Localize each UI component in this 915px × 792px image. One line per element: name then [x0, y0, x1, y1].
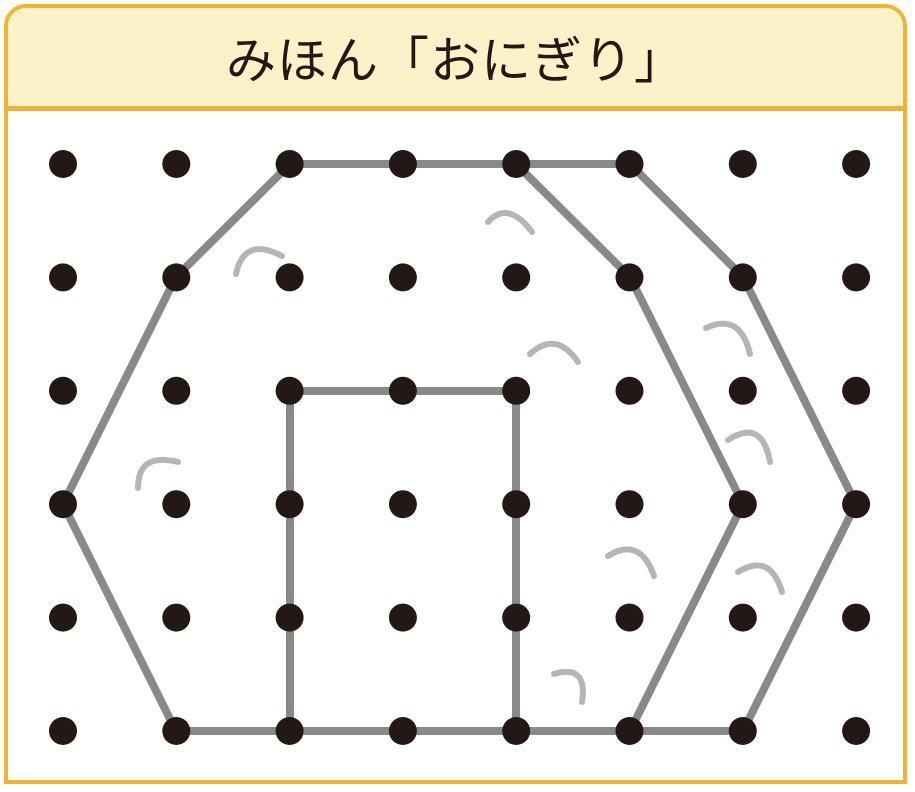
- grid-dot: [275, 603, 304, 632]
- onigiri-shape-lines: [59, 160, 860, 735]
- grid-dot: [842, 263, 871, 292]
- rice-grain-icon: [135, 456, 181, 491]
- grid-dot: [842, 490, 871, 519]
- grid-dot: [842, 717, 871, 745]
- grid-dot: [275, 717, 304, 745]
- grid-dot: [162, 490, 191, 519]
- grid-dot: [162, 263, 191, 292]
- grid-dot: [502, 376, 531, 405]
- grid-dot: [49, 263, 77, 292]
- grid-dot: [615, 150, 644, 178]
- grid-dot: [162, 376, 191, 405]
- grid-dot: [728, 717, 757, 745]
- grid-dot: [388, 376, 417, 405]
- grid-dot: [615, 263, 644, 292]
- grid-dot: [502, 490, 531, 519]
- onigiri-outline: [59, 160, 860, 735]
- grid-dot: [615, 490, 644, 519]
- rice-grain-icon: [735, 562, 785, 595]
- grid-dot: [162, 603, 191, 632]
- rice-grain-icon: [485, 210, 535, 235]
- grid-dot: [388, 150, 417, 178]
- grid-dot: [842, 376, 871, 405]
- grid-dot: [728, 150, 757, 178]
- rice-grain-icon: [605, 546, 657, 579]
- page-title: みほん「おにぎり」: [226, 32, 685, 90]
- grid-dot: [49, 490, 77, 519]
- grid-dot: [49, 376, 77, 405]
- grid-dot: [615, 603, 644, 632]
- grid-dot: [275, 376, 304, 405]
- grid-dot: [615, 376, 644, 405]
- rice-grain-marks: [135, 210, 785, 705]
- rice-grain-icon: [233, 246, 285, 277]
- nori-rectangle: [286, 387, 520, 735]
- grid-dot: [49, 150, 77, 178]
- card-header: みほん「おにぎり」: [8, 8, 903, 111]
- grid-dot: [275, 150, 304, 178]
- grid-dot: [842, 603, 871, 632]
- grid-dot: [728, 603, 757, 632]
- grid-dot: [615, 717, 644, 745]
- rice-grain-icon: [527, 340, 581, 365]
- grid-dot: [162, 717, 191, 745]
- grid-dot: [728, 490, 757, 519]
- sample-card: みほん「おにぎり」: [4, 4, 907, 784]
- grid-dot: [502, 263, 531, 292]
- grid-dot: [388, 717, 417, 745]
- rice-grain-icon: [725, 429, 773, 465]
- rice-grain-icon: [551, 669, 586, 705]
- grid-dot: [388, 603, 417, 632]
- grid-dot: [728, 376, 757, 405]
- grid-dot: [49, 717, 77, 745]
- grid-dots: [49, 150, 871, 745]
- rice-grain-icon: [703, 320, 753, 357]
- grid-dot: [275, 263, 304, 292]
- grid-dot: [388, 490, 417, 519]
- grid-dot: [842, 150, 871, 178]
- grid-dot: [502, 603, 531, 632]
- grid-dot: [162, 150, 191, 178]
- seaweed-band-outline: [512, 160, 747, 735]
- grid-dot: [388, 263, 417, 292]
- grid-dot: [275, 490, 304, 519]
- grid-dot: [502, 717, 531, 745]
- grid-dot: [728, 263, 757, 292]
- grid-dot: [502, 150, 531, 178]
- grid-dot: [49, 603, 77, 632]
